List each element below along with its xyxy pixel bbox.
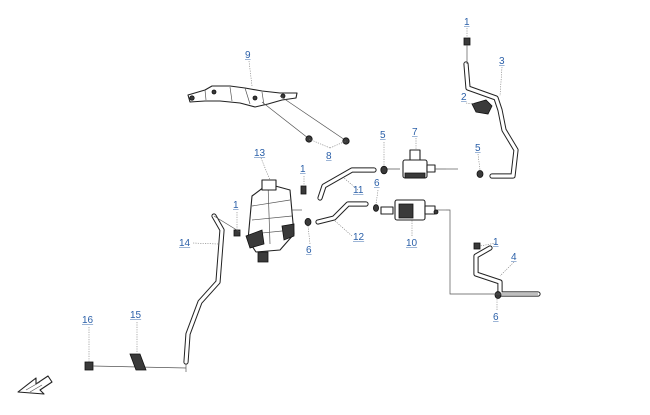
callout-1-center[interactable]: 1 (300, 164, 306, 175)
callout-1-top[interactable]: 1 (464, 17, 470, 28)
callout-1-right[interactable]: 1 (493, 237, 499, 248)
callout-12[interactable]: 12 (353, 232, 365, 243)
callout-15[interactable]: 15 (130, 310, 142, 321)
clamp-part-6-left (304, 217, 312, 226)
callout-1-left[interactable]: 1 (233, 200, 239, 211)
valve-part-7 (386, 149, 446, 179)
nut-part-8 (261, 95, 350, 145)
callout-11[interactable]: 11 (353, 185, 364, 196)
screw-part-1-right (473, 242, 481, 250)
front-arrow-icon (17, 375, 53, 395)
screw-part-1-left (233, 229, 241, 237)
routing-lines (213, 168, 538, 295)
valve-part-10 (380, 199, 446, 221)
callout-5-center[interactable]: 5 (380, 130, 386, 141)
callout-16[interactable]: 16 (82, 315, 94, 326)
hose-part-4 (473, 245, 541, 297)
clamp-part-6-center (372, 204, 379, 212)
callout-4[interactable]: 4 (511, 252, 517, 263)
clip-part-2 (471, 99, 493, 115)
callout-2[interactable]: 2 (461, 92, 467, 103)
callout-6-center[interactable]: 6 (374, 178, 380, 189)
clamp-part-5-center (380, 165, 388, 175)
screw-part-1-center (300, 185, 307, 195)
canister-part-13 (245, 179, 302, 263)
callout-3[interactable]: 3 (499, 56, 505, 67)
callout-10[interactable]: 10 (406, 238, 418, 249)
hose-part-14 (183, 213, 225, 372)
clamp-part-6-right (494, 291, 502, 299)
hose-part-3 (463, 61, 519, 179)
leader-lines (88, 28, 515, 362)
hose-part-11 (317, 167, 377, 201)
callout-14[interactable]: 14 (179, 238, 191, 249)
clamp-part-5-right (476, 170, 484, 178)
callout-9[interactable]: 9 (245, 50, 251, 61)
callout-8[interactable]: 8 (326, 151, 332, 162)
callout-7[interactable]: 7 (412, 127, 418, 138)
callout-6-right[interactable]: 6 (493, 312, 499, 323)
callout-5-right[interactable]: 5 (475, 143, 481, 154)
clip-part-15 (129, 353, 147, 371)
screw-part-1-top (463, 37, 471, 64)
callout-13[interactable]: 13 (254, 148, 266, 159)
hose-part-12 (315, 201, 369, 225)
callout-6-left[interactable]: 6 (306, 245, 312, 256)
